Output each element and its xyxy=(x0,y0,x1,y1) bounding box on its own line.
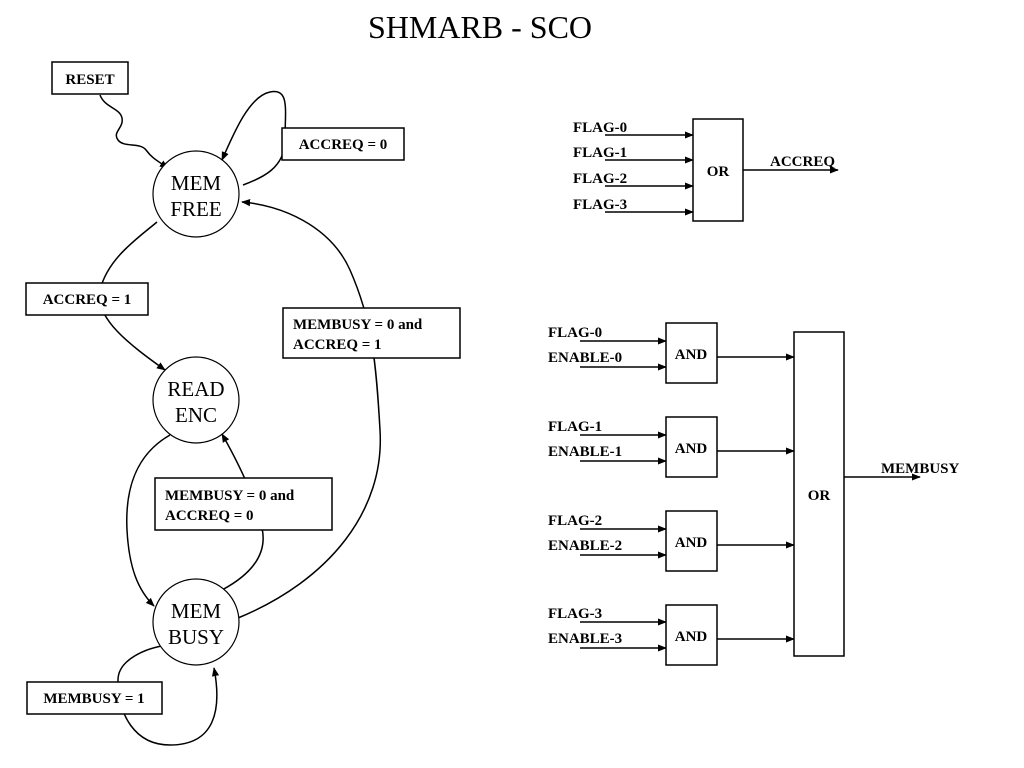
free-self-label: ACCREQ = 0 xyxy=(281,127,405,161)
accreq-input-label-3: FLAG-3 xyxy=(573,197,627,213)
and-3-enable-label: ENABLE-3 xyxy=(548,631,622,647)
accreq-logic: FLAG-0 FLAG-1 FLAG-2 FLAG-3 OR ACCREQ xyxy=(573,118,839,222)
busy-self-label: MEMBUSY = 1 xyxy=(26,681,163,715)
busy-to-free-label-box xyxy=(282,307,461,359)
accreq-or-gate-label: OR xyxy=(707,164,730,180)
and-gate-1-label: AND xyxy=(675,441,708,457)
and-gate-0-label: AND xyxy=(675,347,708,363)
accreq-input-label-0: FLAG-0 xyxy=(573,120,627,136)
and-0-enable-label: ENABLE-0 xyxy=(548,350,622,366)
reset-label: RESET xyxy=(65,72,114,88)
busy-self-loop xyxy=(117,644,220,746)
free-self-label-box xyxy=(281,127,405,161)
state-mem-free-circle xyxy=(152,150,240,238)
and-gate-3-group: FLAG-3 ENABLE-3 AND xyxy=(548,604,795,666)
busy-to-read-label: MEMBUSY = 0 and ACCREQ = 0 xyxy=(154,477,333,531)
membusy-or-gate xyxy=(793,331,845,657)
and-2-flag-label: FLAG-2 xyxy=(548,513,602,529)
free-self-label-text: ACCREQ = 0 xyxy=(299,137,388,153)
reset-box xyxy=(51,61,129,95)
state-mem-free-line1: MEM xyxy=(171,171,222,195)
free-self-loop xyxy=(221,90,287,186)
and-3-flag-label: FLAG-3 xyxy=(548,606,602,622)
and-gate-3-label: AND xyxy=(675,629,708,645)
and-gate-2-label: AND xyxy=(675,535,708,551)
accreq-output-label: ACCREQ xyxy=(770,154,835,170)
membusy-output-label: MEMBUSY xyxy=(881,461,960,477)
state-read-enc-line1: READ xyxy=(167,377,224,401)
state-mem-free-line2: FREE xyxy=(170,197,221,221)
and-gate-0-group: FLAG-0 ENABLE-0 AND xyxy=(548,322,795,384)
and-gate-0 xyxy=(665,322,718,384)
free-to-read-label-box xyxy=(25,282,149,316)
accreq-input-label-1: FLAG-1 xyxy=(573,145,627,161)
state-read-enc-circle xyxy=(152,356,240,444)
busy-to-read-label-box xyxy=(154,477,333,531)
state-mem-busy: MEM BUSY xyxy=(152,578,240,666)
and-1-enable-label: ENABLE-1 xyxy=(548,444,622,460)
busy-to-free-label: MEMBUSY = 0 and ACCREQ = 1 xyxy=(282,307,461,359)
and-0-flag-label: FLAG-0 xyxy=(548,325,602,341)
membusy-logic: FLAG-0 ENABLE-0 AND FLAG-1 ENABLE-1 AND … xyxy=(548,322,960,666)
free-to-read-label-text: ACCREQ = 1 xyxy=(43,292,132,308)
busy-to-read-label-line1: MEMBUSY = 0 and xyxy=(165,488,295,504)
accreq-or-gate xyxy=(692,118,744,222)
busy-to-free-label-line1: MEMBUSY = 0 and xyxy=(293,317,423,333)
and-2-enable-label: ENABLE-2 xyxy=(548,538,622,554)
busy-to-free-label-line2: ACCREQ = 1 xyxy=(293,337,382,353)
busy-to-free-arrow xyxy=(237,199,382,619)
and-1-flag-label: FLAG-1 xyxy=(548,419,602,435)
and-gate-1-group: FLAG-1 ENABLE-1 AND xyxy=(548,416,795,478)
busy-self-label-box xyxy=(26,681,163,715)
state-mem-busy-circle xyxy=(152,578,240,666)
free-to-read-label: ACCREQ = 1 xyxy=(25,282,149,316)
state-read-enc: READ ENC xyxy=(152,356,240,444)
reset-node: RESET xyxy=(51,61,129,95)
and-gate-2-group: FLAG-2 ENABLE-2 AND xyxy=(548,510,795,572)
busy-self-label-text: MEMBUSY = 1 xyxy=(43,691,144,707)
and-gate-3 xyxy=(665,604,718,666)
page-title: SHMARB - SCO xyxy=(368,9,592,45)
accreq-input-label-2: FLAG-2 xyxy=(573,171,627,187)
state-mem-busy-line2: BUSY xyxy=(168,625,224,649)
state-read-enc-line2: ENC xyxy=(175,403,217,427)
state-mem-busy-line1: MEM xyxy=(171,599,222,623)
and-gate-1 xyxy=(665,416,718,478)
membusy-or-gate-label: OR xyxy=(808,488,831,504)
and-gate-2 xyxy=(665,510,718,572)
state-mem-free: MEM FREE xyxy=(152,150,240,238)
busy-to-read-label-line2: ACCREQ = 0 xyxy=(165,508,254,524)
read-to-busy-arrow xyxy=(126,434,171,607)
reset-arrow xyxy=(99,94,169,169)
